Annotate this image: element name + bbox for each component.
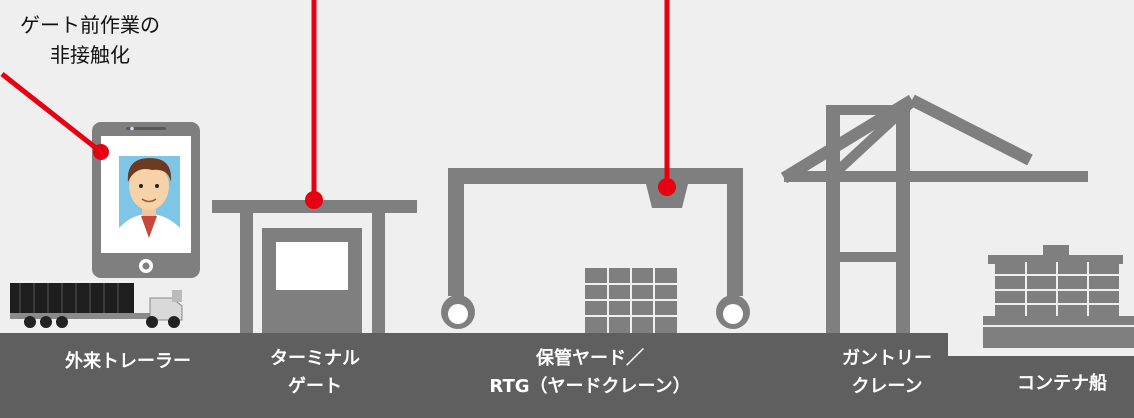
- label-gate-line2: ゲート: [288, 376, 342, 397]
- label-gate-line1: ターミナル: [270, 348, 360, 369]
- gantry-crane-icon: [780, 94, 1088, 333]
- label-yard-line1: 保管ヤード／: [536, 348, 644, 369]
- face-avatar-icon: [119, 156, 180, 245]
- callout-line2: 非接触化: [50, 43, 130, 67]
- label-trailer: 外来トレーラー: [65, 351, 191, 372]
- label-storage-yard: 保管ヤード／ RTG（ヤードクレーン）: [450, 345, 730, 401]
- callout-line1: ゲート前作業の: [20, 13, 160, 37]
- callout-pointer-line: [0, 72, 103, 154]
- label-terminal-gate: ターミナル ゲート: [240, 345, 390, 401]
- gate-pointer-dot: [305, 191, 323, 209]
- pointer-lines: [0, 0, 676, 209]
- label-container-ship: コンテナ船: [1017, 373, 1107, 394]
- label-yard-line2: RTG（ヤードクレーン）: [489, 376, 691, 397]
- container-stack-icon: [585, 268, 677, 333]
- truck-trailer-icon: [10, 283, 183, 328]
- label-crane-line1: ガントリー: [842, 348, 932, 369]
- label-crane-line2: クレーン: [851, 376, 923, 397]
- ground-strip: [0, 333, 1134, 418]
- callout-pointer-dot: [93, 144, 109, 160]
- label-gantry-crane: ガントリー クレーン: [822, 345, 952, 401]
- terminal-gate-icon: [212, 200, 417, 333]
- container-ship-icon: [983, 245, 1134, 348]
- callout-text: ゲート前作業の 非接触化: [0, 10, 190, 70]
- rtg-pointer-dot: [658, 178, 676, 196]
